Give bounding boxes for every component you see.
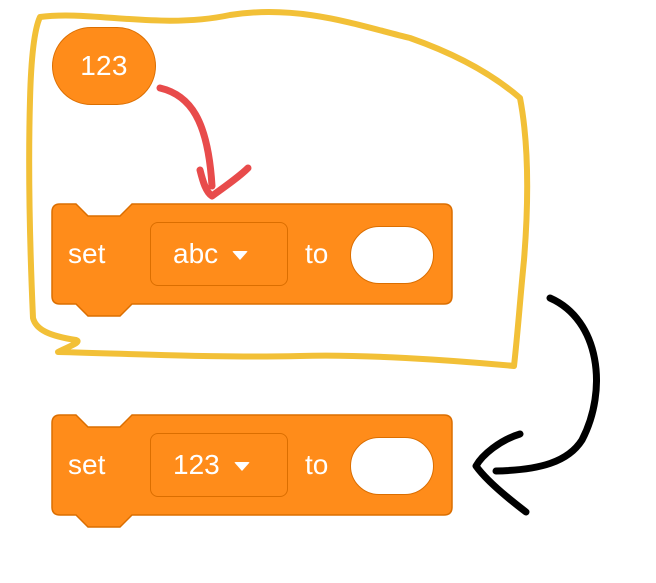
variable-dropdown[interactable]: abc [150,222,288,286]
to-keyword: to [305,449,329,480]
value-input-slot[interactable] [350,437,434,495]
set-keyword: set [68,238,106,269]
variable-name: abc [173,238,219,269]
set-keyword: set [68,449,106,480]
variable-dropdown[interactable]: 123 [150,433,288,497]
dropdown-caret-icon [233,462,250,471]
dropdown-caret-icon [232,251,249,260]
set-variable-block[interactable]: set 123 to [51,414,453,528]
red-arrow-icon [156,84,252,200]
number-reporter-block[interactable]: 123 [52,27,156,105]
reporter-value: 123 [80,50,128,81]
to-keyword: to [305,238,329,269]
variable-name: 123 [173,449,220,480]
set-variable-block[interactable]: set abc to [51,203,453,317]
black-arrow-icon [472,294,600,516]
value-input-slot[interactable] [350,226,434,284]
